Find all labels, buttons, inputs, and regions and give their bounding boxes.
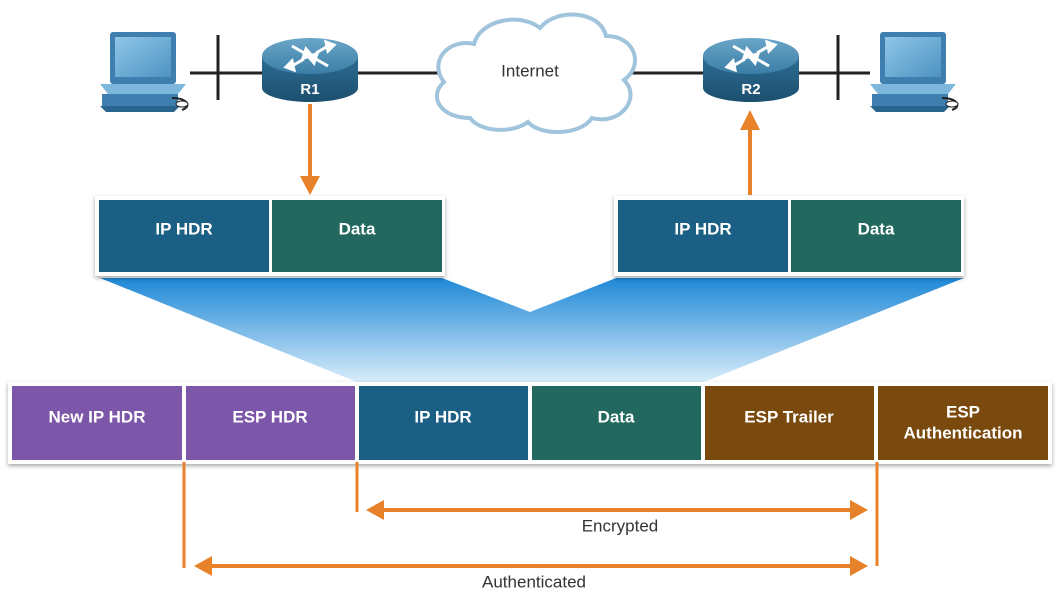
left-original-packet: IP HDR Data [95,196,445,276]
encapsulation-fan [100,278,964,382]
right-ip-hdr-block [618,200,788,272]
encrypted-arrow [366,500,868,520]
right-data-block [791,200,961,272]
network-row: R1 R2 Internet [100,12,959,135]
router-r1-icon: R1 [262,38,358,102]
new-ip-hdr-block [12,386,182,460]
new-ip-hdr-label: New IP HDR [49,407,146,426]
esp-trailer-block [705,386,874,460]
inner-ip-hdr-label: IP HDR [414,407,471,426]
inner-data-label: Data [598,407,635,426]
left-data-block [272,200,442,272]
r1-down-arrow [300,104,320,195]
encrypted-label: Encrypted [582,516,659,535]
esp-packet: New IP HDR ESP HDR IP HDR Data ESP Trail… [8,382,1052,464]
left-ip-hdr-block [99,200,269,272]
internet-label: Internet [501,61,559,80]
right-pc-icon [870,32,959,112]
range-markers: Encrypted Authenticated [182,462,879,591]
esp-hdr-block [186,386,355,460]
authenticated-arrow [194,556,868,576]
esp-hdr-label: ESP HDR [232,407,307,426]
router-r2-label: R2 [741,81,760,98]
left-data-label: Data [339,219,376,238]
router-r2-icon: R2 [703,38,799,102]
left-ip-hdr-label: IP HDR [155,219,212,238]
esp-auth-label-line2: Authentication [904,423,1023,442]
esp-trailer-label: ESP Trailer [744,407,834,426]
right-data-label: Data [858,219,895,238]
esp-auth-label-line1: ESP [946,402,980,421]
inner-data-block [532,386,701,460]
right-ip-hdr-label: IP HDR [674,219,731,238]
authenticated-label: Authenticated [482,572,586,591]
inner-ip-hdr-block [359,386,528,460]
left-pc-icon [100,32,189,112]
esp-auth-block [878,386,1048,460]
r2-up-arrow [740,110,760,195]
right-original-packet: IP HDR Data [614,196,964,276]
router-r1-label: R1 [300,81,319,98]
internet-cloud-icon: Internet [434,12,637,135]
